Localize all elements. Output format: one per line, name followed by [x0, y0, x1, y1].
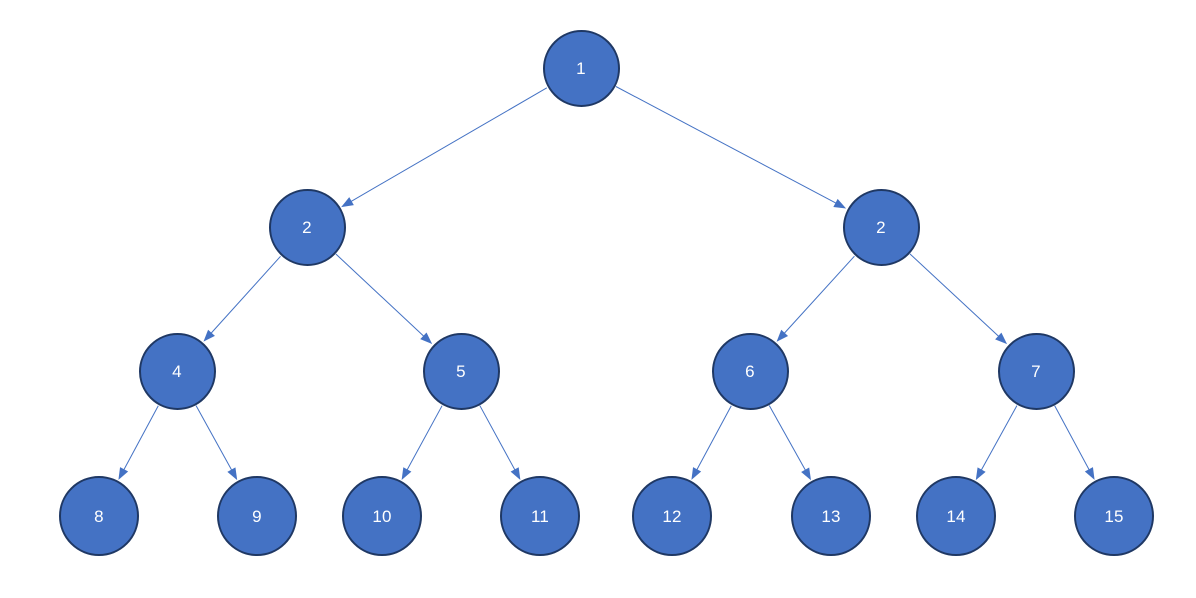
tree-node-8[interactable]: 8 [59, 476, 139, 556]
edge-line [909, 253, 1000, 338]
tree-edge [909, 253, 1008, 345]
tree-node-label: 9 [252, 506, 262, 526]
edge-arrowhead-icon [975, 467, 986, 481]
tree-node-label: 1 [576, 58, 586, 78]
tree-edge [195, 405, 238, 481]
edge-arrowhead-icon [691, 467, 702, 480]
tree-edge [335, 253, 433, 345]
tree-edge [975, 405, 1018, 481]
edge-line [695, 405, 732, 471]
tree-node-7[interactable]: 7 [997, 332, 1075, 410]
tree-edge [691, 405, 732, 480]
tree-node-4[interactable]: 4 [138, 332, 216, 410]
tree-edge [776, 255, 855, 342]
tree-node-13[interactable]: 13 [791, 476, 871, 556]
edge-line [783, 255, 855, 335]
tree-edge [118, 405, 159, 480]
edge-arrowhead-icon [420, 332, 433, 345]
tree-edge [341, 87, 548, 208]
tree-node-11[interactable]: 11 [500, 476, 580, 556]
edge-line [615, 86, 838, 205]
tree-node-2[interactable]: 2 [842, 188, 920, 266]
tree-node-label: 8 [94, 506, 104, 526]
tree-node-label: 5 [456, 361, 466, 381]
edge-arrowhead-icon [995, 332, 1008, 345]
edge-line [1054, 405, 1091, 471]
edge-arrowhead-icon [1084, 467, 1095, 480]
edge-arrowhead-icon [776, 329, 789, 342]
tree-node-label: 6 [745, 361, 755, 381]
edge-line [768, 405, 807, 472]
tree-edge [768, 405, 812, 481]
tree-node-label: 4 [172, 361, 182, 381]
tree-edge [615, 86, 847, 209]
tree-node-1[interactable]: 1 [542, 29, 620, 107]
tree-node-label: 7 [1031, 361, 1041, 381]
tree-node-label: 2 [302, 217, 312, 237]
tree-edge [479, 405, 521, 480]
edge-arrowhead-icon [203, 329, 215, 342]
tree-node-14[interactable]: 14 [916, 476, 996, 556]
tree-node-label: 15 [1104, 506, 1124, 526]
tree-node-label: 14 [946, 506, 966, 526]
edge-line [210, 255, 281, 335]
edge-line [406, 405, 443, 472]
edge-line [335, 253, 425, 338]
tree-node-6[interactable]: 6 [711, 332, 789, 410]
edge-line [122, 405, 159, 471]
tree-edge [203, 255, 281, 342]
tree-node-5[interactable]: 5 [422, 332, 500, 410]
tree-node-label: 13 [821, 506, 841, 526]
tree-node-10[interactable]: 10 [342, 476, 422, 556]
edge-arrowhead-icon [510, 467, 521, 480]
tree-node-label: 2 [876, 217, 886, 237]
edge-arrowhead-icon [118, 467, 129, 480]
tree-edge [1054, 405, 1095, 480]
tree-node-2[interactable]: 2 [268, 188, 346, 266]
tree-node-9[interactable]: 9 [217, 476, 297, 556]
edge-line [349, 87, 548, 203]
edge-arrowhead-icon [801, 467, 812, 481]
edge-arrowhead-icon [227, 467, 238, 481]
edge-arrowhead-icon [833, 198, 847, 209]
tree-node-12[interactable]: 12 [632, 476, 712, 556]
tree-node-label: 12 [662, 506, 682, 526]
edge-arrowhead-icon [401, 467, 412, 480]
tree-node-label: 10 [372, 506, 392, 526]
tree-node-15[interactable]: 15 [1074, 476, 1154, 556]
edge-line [980, 405, 1018, 472]
edge-line [479, 405, 516, 472]
tree-node-label: 11 [530, 506, 550, 526]
edge-arrowhead-icon [341, 197, 354, 208]
edge-line [195, 405, 233, 472]
tree-edge [401, 405, 443, 480]
